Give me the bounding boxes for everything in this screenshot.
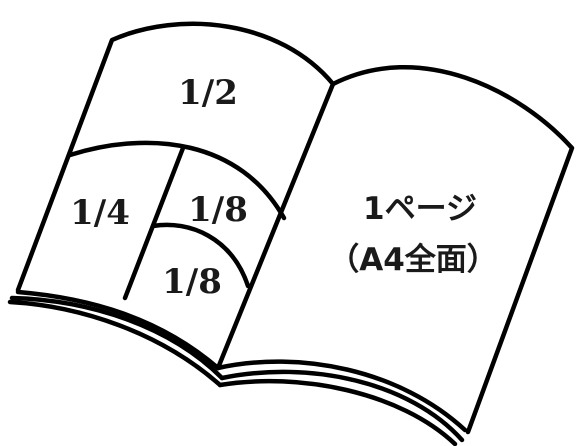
left-page-area — [18, 23, 333, 369]
right-page-bottom-edge — [215, 359, 468, 433]
divider-half-line — [67, 140, 287, 221]
right-page-outline — [330, 65, 575, 435]
label-full-page: 1ページ — [363, 191, 477, 227]
book-cover-edge-right — [219, 369, 465, 443]
label-eighth-top: 1/8 — [188, 190, 248, 230]
label-eighth-bottom: 1/8 — [162, 262, 222, 302]
book-cover-edge-left-lower — [7, 299, 223, 388]
left-page-outline — [15, 21, 336, 293]
book-cover-edge-right-lower — [217, 378, 458, 446]
right-page-area — [218, 67, 572, 433]
divider-eighth-line — [150, 222, 251, 289]
divider-quarter-vertical — [122, 145, 186, 301]
book-cover-edge-left — [9, 295, 225, 381]
label-quarter: 1/4 — [70, 193, 130, 233]
left-page-bottom-edge — [15, 289, 221, 371]
label-a4-full: （A4全面） — [328, 242, 498, 278]
label-half: 1/2 — [178, 73, 238, 113]
book-spine — [215, 81, 336, 371]
